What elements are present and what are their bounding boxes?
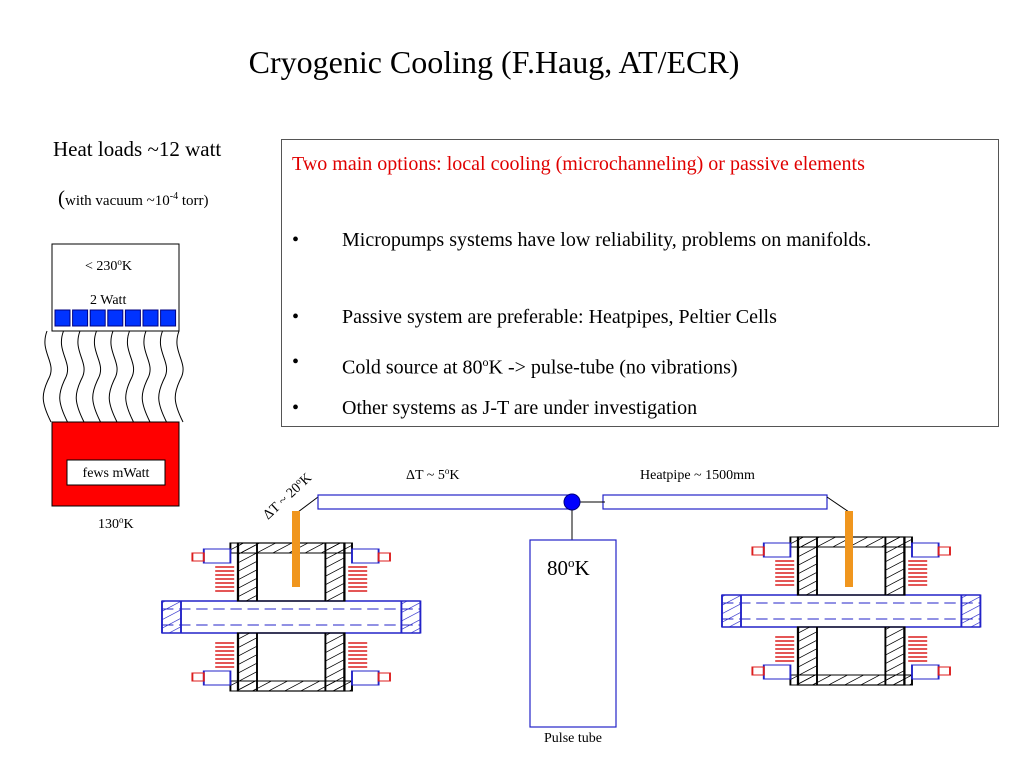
cold-plate-label: fews mWatt — [83, 466, 150, 481]
conductor-line — [59, 330, 68, 423]
base-temp-unit: K — [124, 517, 134, 532]
bullet-text: Cold source at 80oK -> pulse-tube (no vi… — [342, 348, 982, 383]
module-chip — [72, 309, 89, 327]
heatpipe-right — [602, 494, 828, 510]
base-temp-label: 130oK — [98, 515, 134, 532]
vacuum-text: with vacuum ~10 — [65, 193, 170, 209]
heatpipe-label: Heatpipe ~ 1500mm — [640, 468, 755, 483]
conductor-line — [92, 330, 101, 423]
module-temp-text: < 230 — [85, 259, 117, 274]
conductor-line — [141, 330, 151, 423]
conductor-line — [108, 330, 118, 423]
conductor-line — [174, 330, 184, 423]
heat-loads-label: Heat loads ~12 watt — [53, 137, 222, 161]
page-title: Cryogenic Cooling (F.Haug, AT/ECR) — [248, 44, 740, 80]
bullet-text-rest: K -> pulse-tube (no vibrations) — [488, 356, 738, 379]
bullet-text: Other systems as J-T are under investiga… — [342, 397, 698, 419]
degree-sup: o — [445, 466, 450, 476]
conductor-line — [125, 330, 134, 423]
degree-sup: o — [117, 257, 122, 267]
dt-mid-text: ΔT ~ 5 — [406, 468, 445, 483]
vacuum-unit: torr) — [178, 193, 209, 209]
module-chip — [89, 309, 106, 327]
heat-conductor-lines — [42, 330, 184, 423]
bullet-text: Micropumps systems have low reliability,… — [342, 229, 872, 251]
bullet-text-part: Cold source at 80 — [342, 356, 483, 379]
junction-node — [563, 493, 581, 511]
module-chip — [142, 309, 159, 327]
degree-sup: o — [568, 555, 575, 570]
degree-sup: o — [293, 476, 303, 487]
options-heading: Two main options: local cooling (microch… — [292, 153, 865, 175]
vacuum-note: (with vacuum ~10-4 torr) — [58, 186, 209, 211]
dt-mid-unit: K — [449, 468, 459, 483]
module-temp-unit: K — [122, 259, 132, 274]
conductor-line — [75, 330, 85, 423]
heat-rod-right — [845, 511, 853, 587]
cold-plate-label-box — [66, 459, 166, 486]
bullet-text: Passive system are preferable: Heatpipes… — [342, 306, 777, 328]
module-power-label: 2 Watt — [90, 293, 126, 308]
module-chip — [54, 309, 71, 327]
heat-rod-left — [292, 511, 300, 587]
bullet-symbol: • — [292, 351, 300, 373]
pulse-tube — [529, 539, 617, 728]
bullet-item: • Micropumps systems have low reliabilit… — [292, 226, 982, 255]
vacuum-exponent: -4 — [169, 191, 179, 202]
dt-mid-label: ΔT ~ 5oK — [406, 466, 460, 483]
module-temp-label: < 230oK — [85, 257, 132, 274]
degree-sup: o — [482, 355, 489, 369]
base-temp-text: 130 — [98, 517, 119, 532]
bullet-symbol: • — [292, 229, 300, 251]
flange-assembly-left — [160, 541, 422, 693]
bullet-item: • Cold source at 80oK -> pulse-tube (no … — [292, 348, 982, 383]
options-box: Two main options: local cooling (microch… — [281, 139, 999, 427]
heatpipe-left — [317, 494, 569, 510]
bullet-item: • Passive system are preferable: Heatpip… — [292, 303, 982, 332]
dt-left-label: ΔT ~ 20oK — [259, 469, 315, 523]
pulse-tube-temp: 80oK — [547, 555, 590, 580]
connector-right — [826, 496, 850, 513]
bullet-symbol: • — [292, 306, 300, 328]
pulse-tube-temp-text: 80 — [547, 556, 568, 580]
module-chip — [107, 309, 124, 327]
conductor-line — [158, 330, 167, 423]
module-chip — [124, 309, 141, 327]
vacuum-open-paren: ( — [58, 186, 65, 210]
bullet-item: • Other systems as J-T are under investi… — [292, 394, 982, 423]
bullet-symbol: • — [292, 397, 300, 419]
pulse-tube-temp-unit: K — [575, 556, 590, 580]
connector-left — [297, 496, 319, 513]
module-chips — [54, 309, 177, 327]
degree-sup: o — [119, 515, 124, 525]
module-chip — [160, 309, 177, 327]
conductor-line — [42, 330, 52, 423]
pulse-tube-label: Pulse tube — [544, 731, 602, 746]
